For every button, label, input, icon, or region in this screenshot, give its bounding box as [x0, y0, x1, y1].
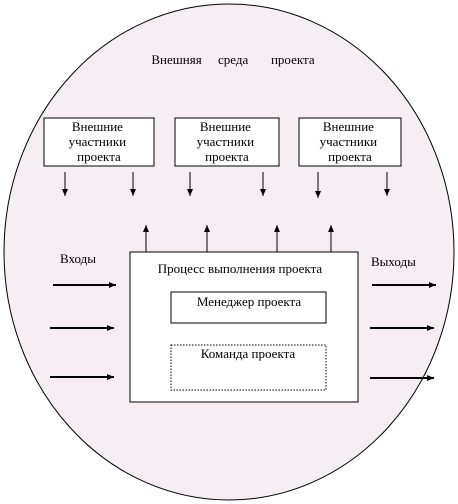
outputs-label: Выходы — [371, 254, 416, 269]
inputs-label: Входы — [60, 251, 96, 266]
team-label: Команда проекта — [201, 346, 296, 361]
external-participants-box-1: Внешние участники проекта — [43, 117, 155, 167]
participants-line: проекта — [205, 149, 249, 164]
project-team-box: Команда проекта — [170, 344, 327, 391]
participants-line: участники — [320, 134, 377, 149]
participants-line: участники — [69, 134, 126, 149]
participants-line: участники — [197, 134, 254, 149]
project-manager-box: Менеджер проекта — [170, 291, 327, 324]
external-participants-label-3: Внешние участники проекта — [320, 119, 381, 164]
environment-label: Внешняя среда проекта — [151, 52, 314, 67]
participants-line: Внешние — [72, 119, 123, 134]
participants-line: Внешние — [200, 119, 251, 134]
participants-line: Внешние — [323, 119, 374, 134]
process-label: Процесс выполнения проекта — [158, 261, 323, 276]
external-participants-box-2: Внешние участники проекта — [174, 117, 280, 167]
manager-label: Менеджер проекта — [197, 294, 302, 309]
external-participants-label-1: Внешние участники проекта — [69, 119, 130, 164]
participants-line: проекта — [77, 149, 121, 164]
participants-line: проекта — [328, 149, 372, 164]
external-participants-box-3: Внешние участники проекта — [298, 117, 402, 167]
external-participants-label-2: Внешние участники проекта — [197, 119, 258, 164]
